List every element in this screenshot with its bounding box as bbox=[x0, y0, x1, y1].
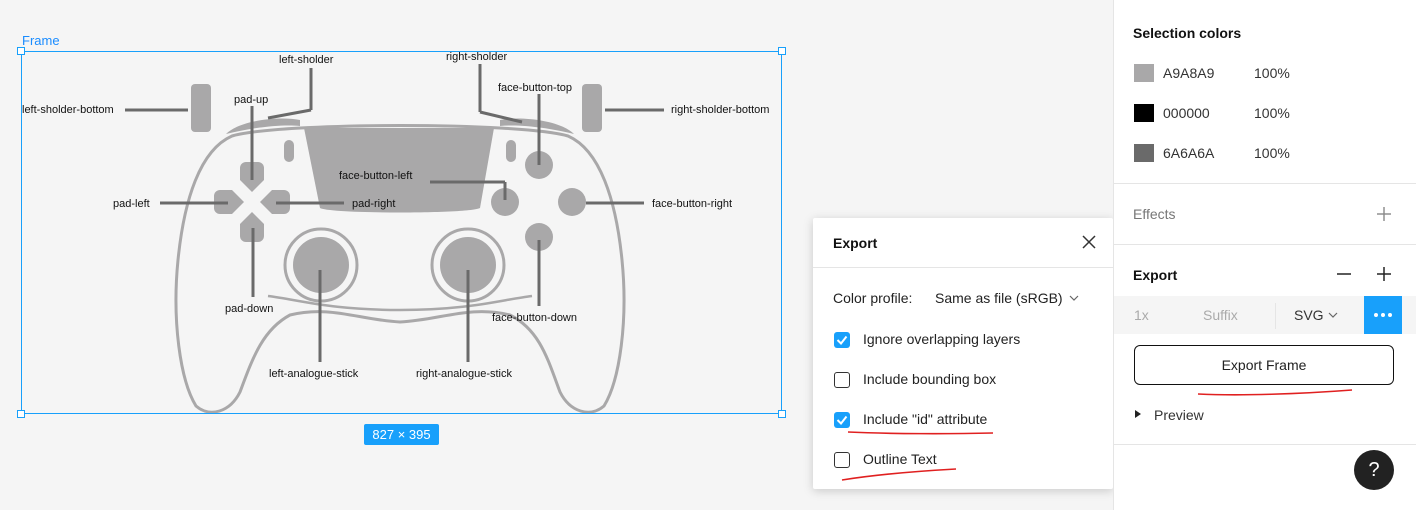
face-button-right-button bbox=[558, 188, 586, 216]
controller-illustration: left-sholder-bottom left-sholder pad-up … bbox=[22, 51, 769, 414]
controller-inner-curve bbox=[267, 294, 533, 312]
chevron-down-icon[interactable] bbox=[1069, 294, 1079, 302]
options-button bbox=[506, 140, 516, 162]
color-opacity[interactable]: 100% bbox=[1254, 65, 1290, 81]
label-pad-up: pad-up bbox=[234, 94, 268, 106]
check-icon bbox=[836, 335, 848, 346]
color-swatch[interactable] bbox=[1134, 144, 1154, 162]
pad-down-button bbox=[240, 212, 264, 242]
include-bounding-box-label[interactable]: Include bounding box bbox=[863, 371, 997, 387]
left-sholder-bottom-button bbox=[191, 84, 211, 132]
label-left-sholder-bottom: left-sholder-bottom bbox=[22, 104, 114, 116]
export-settings-dialog: Export Color profile: Same as file (sRGB… bbox=[813, 218, 1113, 489]
section-divider bbox=[1114, 444, 1416, 445]
label-face-button-right: face-button-right bbox=[652, 198, 732, 210]
effects-title: Effects bbox=[1133, 206, 1176, 222]
selection-colors-title: Selection colors bbox=[1133, 25, 1242, 41]
export-suffix-input[interactable]: Suffix bbox=[1203, 307, 1238, 323]
resize-handle-bottom-right[interactable] bbox=[778, 410, 786, 418]
face-button-down-button bbox=[525, 223, 553, 251]
frame-label[interactable]: Frame bbox=[22, 33, 60, 48]
resize-handle-top-left[interactable] bbox=[17, 47, 25, 55]
color-opacity[interactable]: 100% bbox=[1254, 145, 1290, 161]
section-divider bbox=[1114, 183, 1416, 184]
label-right-sholder-bottom: right-sholder-bottom bbox=[671, 104, 769, 116]
section-divider bbox=[1114, 244, 1416, 245]
dialog-header: Export bbox=[813, 218, 1113, 268]
label-left-analogue-stick: left-analogue-stick bbox=[269, 368, 359, 380]
label-face-button-top: face-button-top bbox=[498, 82, 572, 94]
more-dots-icon bbox=[1374, 313, 1392, 317]
minus-icon[interactable] bbox=[1336, 266, 1352, 282]
right-analogue-stick-cap bbox=[440, 237, 496, 293]
share-button bbox=[284, 140, 294, 162]
properties-panel: Selection colors A9A8A9 100% 000000 100%… bbox=[1113, 0, 1416, 510]
export-options-button[interactable] bbox=[1364, 296, 1402, 334]
touchpad bbox=[304, 128, 494, 213]
field-divider bbox=[1275, 303, 1276, 329]
close-icon[interactable] bbox=[1079, 232, 1099, 252]
label-pad-left: pad-left bbox=[113, 198, 150, 210]
color-hex[interactable]: 6A6A6A bbox=[1163, 145, 1215, 161]
frame-selection-box[interactable] bbox=[21, 51, 782, 414]
label-right-sholder: right-sholder bbox=[446, 51, 507, 63]
pad-left-button bbox=[214, 190, 244, 214]
color-swatch[interactable] bbox=[1134, 104, 1154, 122]
preview-toggle[interactable]: Preview bbox=[1154, 407, 1204, 423]
right-sholder-bottom-button bbox=[582, 84, 602, 132]
face-button-left-button bbox=[491, 188, 519, 216]
outline-text-checkbox[interactable] bbox=[834, 452, 850, 468]
include-bounding-box-checkbox[interactable] bbox=[834, 372, 850, 388]
export-scale-input[interactable]: 1x bbox=[1134, 307, 1149, 323]
ignore-overlapping-checkbox[interactable] bbox=[834, 332, 850, 348]
color-hex[interactable]: A9A8A9 bbox=[1163, 65, 1215, 81]
outline-text-label[interactable]: Outline Text bbox=[863, 451, 937, 467]
resize-handle-top-right[interactable] bbox=[778, 47, 786, 55]
resize-handle-bottom-left[interactable] bbox=[17, 410, 25, 418]
left-analogue-stick-cap bbox=[293, 237, 349, 293]
export-frame-button[interactable]: Export Frame bbox=[1134, 345, 1394, 385]
help-button[interactable]: ? bbox=[1354, 450, 1394, 490]
expand-triangle-icon[interactable] bbox=[1135, 410, 1141, 418]
label-face-button-left: face-button-left bbox=[339, 170, 412, 182]
add-effect-plus-icon[interactable] bbox=[1376, 206, 1392, 222]
include-id-attribute-label[interactable]: Include "id" attribute bbox=[863, 411, 988, 427]
export-format-select[interactable]: SVG bbox=[1294, 307, 1324, 323]
color-profile-label: Color profile: bbox=[833, 290, 913, 306]
label-face-button-down: face-button-down bbox=[492, 312, 577, 324]
color-opacity[interactable]: 100% bbox=[1254, 105, 1290, 121]
export-section-title: Export bbox=[1133, 267, 1178, 283]
color-hex[interactable]: 000000 bbox=[1163, 105, 1210, 121]
label-left-sholder: left-sholder bbox=[279, 54, 334, 66]
ignore-overlapping-label[interactable]: Ignore overlapping layers bbox=[863, 331, 1021, 347]
color-swatch[interactable] bbox=[1134, 64, 1154, 82]
label-pad-right: pad-right bbox=[352, 198, 395, 210]
chevron-down-icon[interactable] bbox=[1328, 311, 1338, 319]
frame-size-badge: 827 × 395 bbox=[364, 424, 439, 445]
leader-lines bbox=[125, 64, 664, 362]
check-icon bbox=[836, 415, 848, 426]
pad-right-button bbox=[260, 190, 290, 214]
label-right-analogue-stick: right-analogue-stick bbox=[416, 368, 512, 380]
controller-body-outline bbox=[174, 124, 626, 414]
add-export-plus-icon[interactable] bbox=[1376, 266, 1392, 282]
color-profile-select[interactable]: Same as file (sRGB) bbox=[935, 290, 1063, 306]
dialog-title: Export bbox=[833, 235, 878, 251]
left-bumper bbox=[226, 118, 300, 134]
include-id-attribute-checkbox[interactable] bbox=[834, 412, 850, 428]
label-pad-down: pad-down bbox=[225, 303, 273, 315]
